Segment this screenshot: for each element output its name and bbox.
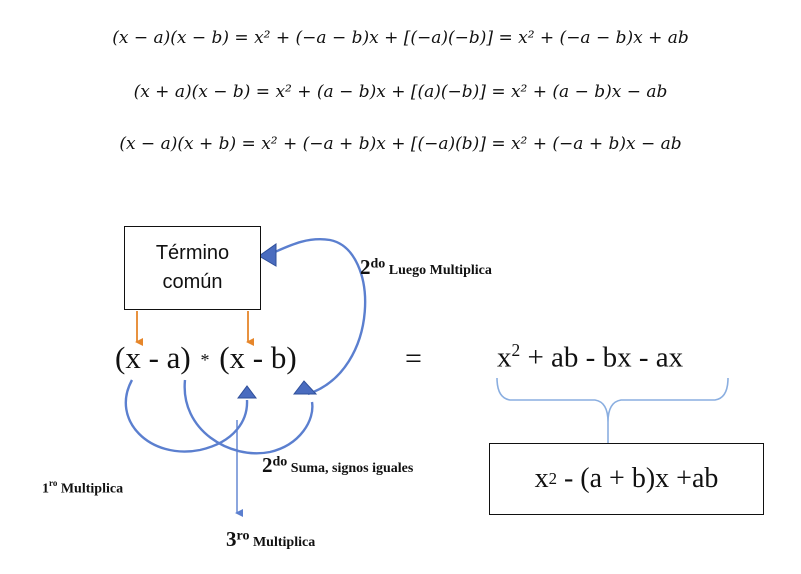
luego-num: 2 [360,255,371,279]
result-rest: - (a + b)x +ab [556,463,719,494]
left-factor: (x - a) [115,340,191,375]
suma-sup: do [272,454,288,470]
curly-bracket [496,377,729,423]
expanded-exponent: 2 [511,340,521,360]
right-factor: (x - b) [219,340,297,375]
primero-num: 1 [42,481,49,497]
primero-sup: ro [49,478,58,488]
result-x: x [534,463,549,494]
primero-loop-arrow [124,379,249,453]
suma-loop-arrow [183,379,314,455]
multiply-operator: * [200,350,210,371]
equation-1: (x − a)(x − b) = x² + (−a − b)x + [(−a)(… [112,28,689,48]
result-exponent: 2 [548,469,557,488]
equation-3: (x − a)(x + b) = x² + (−a + b)x + [(−a)(… [119,134,682,154]
suma-text: Suma, signos iguales [287,461,414,476]
equation-2: (x + a)(x − b) = x² + (a − b)x + [(a)(−b… [133,82,668,102]
suma-arrow-head [292,380,318,395]
equals-sign: = [405,342,422,375]
label-tercero-multiplica: 3ro Multiplica [226,527,315,552]
label-primero-multiplica: 1ro Multiplica [42,478,123,497]
primero-arrow-head [237,385,257,399]
common-term-line1: Término [155,242,230,264]
primero-text: Multiplica [57,481,124,497]
luego-arrow-head [258,243,277,267]
suma-num: 2 [262,453,273,477]
label-luego-multiplica: 2do Luego Multiplica [360,255,492,280]
tercero-text: Multiplica [249,535,316,550]
main-expression: (x - a) * (x - b) [115,340,297,376]
common-term-line2: común [162,271,223,293]
tercero-num: 3 [226,527,237,551]
expanded-x: x [497,341,512,374]
luego-text: Luego Multiplica [385,263,492,278]
luego-sup: do [370,256,386,272]
common-term-box: Término común [124,226,261,310]
luego-loop-arrow [267,238,367,396]
expanded-expression: x2 + ab - bx - ax [497,340,683,375]
label-suma-signos: 2do Suma, signos iguales [262,453,413,478]
tercero-sup: ro [236,528,250,544]
expanded-rest: + ab - bx - ax [527,341,684,374]
